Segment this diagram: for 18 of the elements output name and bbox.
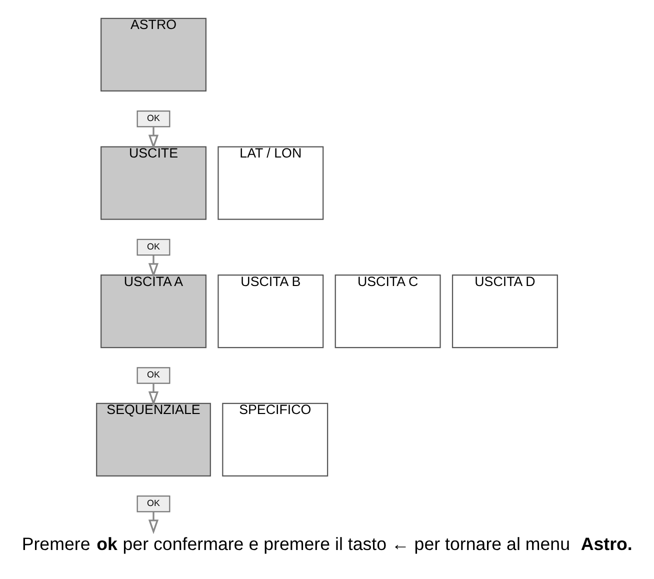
node-box: USCITE: [100, 146, 206, 220]
node-box: USCITA D: [452, 274, 558, 348]
node-box: OK: [136, 494, 170, 512]
node-box: USCITA C: [334, 274, 441, 348]
node-box: OK: [136, 366, 170, 384]
node-box: USCITA A: [100, 274, 206, 348]
node-box: ASTRO: [100, 17, 206, 92]
arrow: [148, 126, 159, 149]
caption: Premere ok per confermare e premere il tasto ← per tornare al menu Astro.: [22, 534, 632, 554]
node-box: OK: [136, 238, 170, 256]
arrow: [148, 383, 159, 406]
node-box: SPECIFICO: [222, 402, 328, 476]
node-box: USCITA B: [218, 274, 324, 348]
node-box: LAT / LON: [218, 146, 324, 220]
node-box: OK: [136, 110, 170, 127]
arrow: [148, 254, 159, 278]
arrow: [148, 511, 159, 534]
node-box: SEQUENZIALE: [96, 402, 211, 476]
